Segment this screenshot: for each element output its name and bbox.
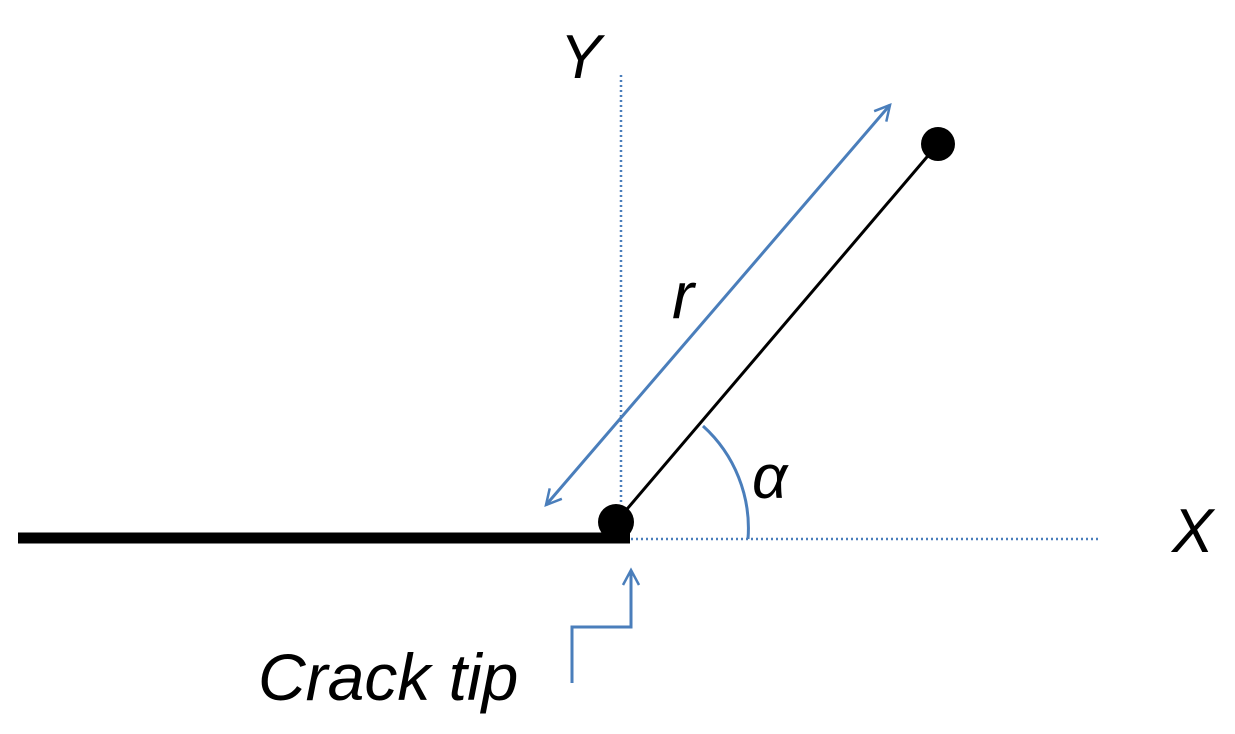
crack-tip-point xyxy=(598,504,634,540)
crack-tip-label: Crack tip xyxy=(258,640,518,714)
radius-dimension-arrow xyxy=(544,102,892,508)
radius-label: r xyxy=(672,258,697,332)
crack-tip-pointer xyxy=(570,567,641,683)
x-axis-label: X xyxy=(1170,497,1216,566)
angle-label: α xyxy=(752,443,789,512)
y-axis-label: Y xyxy=(560,23,606,92)
angle-arc xyxy=(701,424,750,540)
end-point xyxy=(921,127,955,161)
